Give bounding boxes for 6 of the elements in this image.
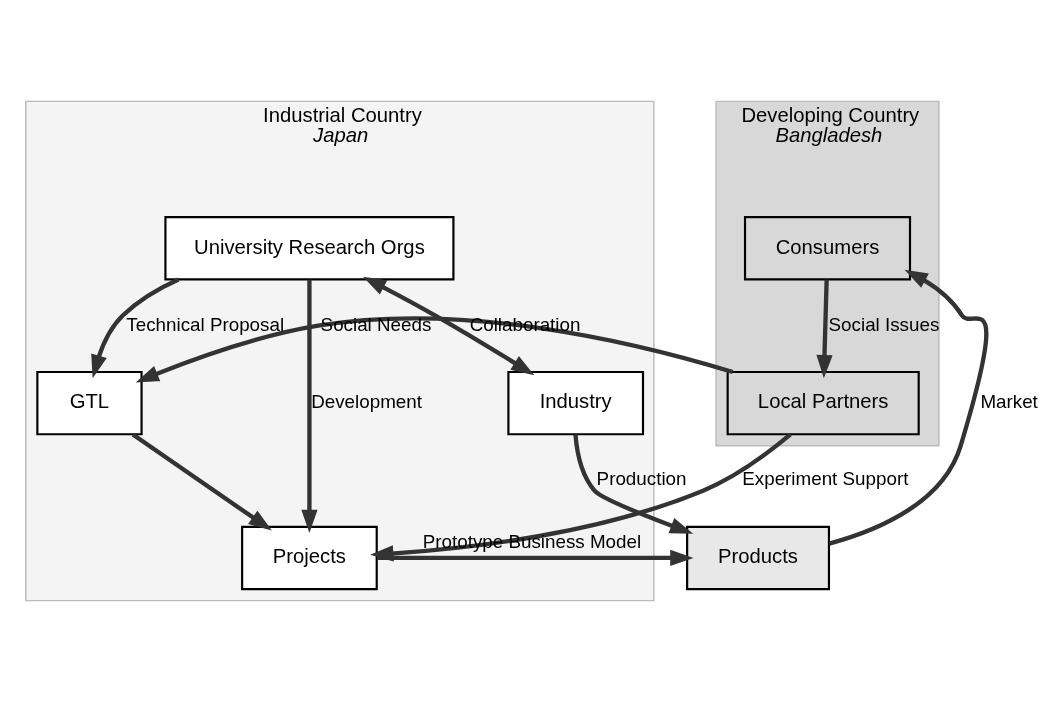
edge-label: Experiment Support xyxy=(742,468,909,490)
edge-label: Social Issues xyxy=(828,313,940,335)
edge-label: Production xyxy=(596,468,687,490)
edge-label: Technical Proposal xyxy=(126,313,285,335)
edge-label: Development xyxy=(311,391,422,413)
edge-label: Market xyxy=(980,391,1038,413)
